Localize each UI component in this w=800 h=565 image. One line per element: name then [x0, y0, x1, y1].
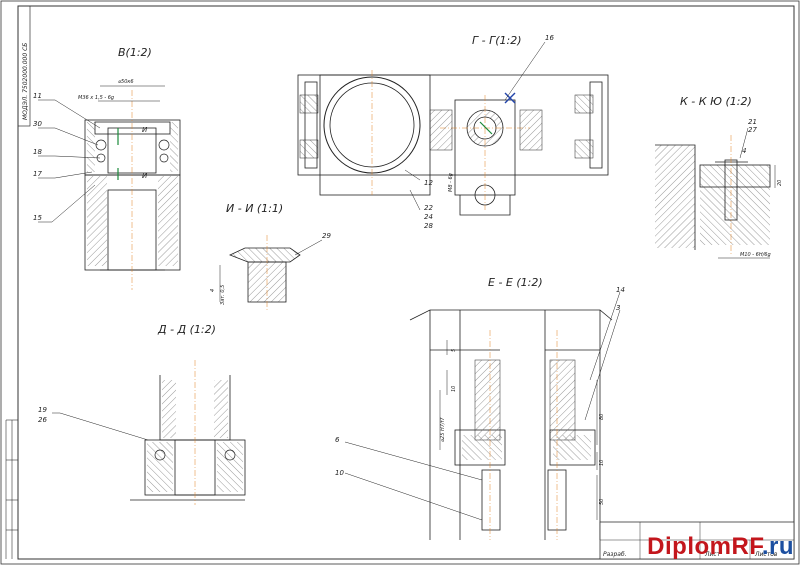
callout-18: 18	[33, 148, 42, 156]
watermark-main: DiplomRF	[647, 533, 762, 560]
callout-21: 21	[748, 118, 757, 126]
stamp-sheets: Листов	[754, 551, 778, 558]
watermark-tld: .ru	[761, 533, 794, 560]
view-k: К - К Ю (1:2) 21 27 4 20 М10 - 6Н/6g	[655, 95, 783, 259]
dim-e-a: 5	[451, 349, 457, 352]
dim-v-thread: М36 х 1,5 - 6g	[78, 95, 114, 101]
dim-k-thread: М10 - 6Н/6g	[740, 252, 771, 258]
callout-10: 10	[335, 469, 344, 477]
callout-16: 16	[545, 34, 554, 42]
callout-11: 11	[33, 92, 42, 100]
callout-15: 15	[33, 214, 42, 222]
callout-24: 24	[424, 213, 433, 221]
callout-4: 4	[742, 147, 746, 155]
section-title-g: Г - Г(1:2)	[472, 34, 522, 47]
dim-v-top: ⌀50к6	[118, 79, 134, 85]
view-e: Е - Е (1:2) 14 3 6 10	[335, 276, 625, 540]
section-title-d: Д - Д (1:2)	[157, 323, 216, 336]
callout-3: 3	[616, 304, 620, 312]
section-title-e: Е - Е (1:2)	[488, 276, 543, 289]
view-d: Д - Д (1:2) 19 26	[38, 323, 246, 505]
marker-i-top: И	[142, 126, 148, 134]
dim-e-d: 80	[599, 414, 605, 420]
dim-e-e: 10	[599, 460, 605, 466]
dim-e-f: 50	[599, 499, 605, 505]
section-title-k: К - К Ю (1:2)	[680, 95, 752, 108]
doc-code-box: МОДЭЛ. 7502000.000 СБ	[17, 5, 31, 127]
section-title-v: В(1:2)	[118, 46, 152, 59]
callout-14: 14	[616, 286, 625, 294]
title-block: Разраб. Лист Листов	[599, 521, 795, 560]
section-title-i: И - И (1:1)	[226, 202, 283, 215]
dim-i-v: 4	[210, 289, 216, 292]
watermark-logo: DiplomRF.ru	[647, 533, 794, 561]
callout-26: 26	[38, 416, 47, 424]
callout-22: 22	[424, 204, 433, 212]
view-g: Г - Г(1:2) 16 12 2	[297, 34, 609, 230]
view-v: В(1:2) И И ⌀50к6 М36 х 1,5 - 6g	[33, 46, 181, 290]
stamp-sheet: Лист	[704, 551, 721, 558]
callout-12: 12	[424, 179, 433, 187]
callout-30: 30	[33, 120, 42, 128]
callout-27: 27	[748, 126, 757, 134]
callout-28: 28	[424, 222, 433, 230]
callout-17: 17	[33, 170, 42, 178]
dim-k-h: 20	[777, 180, 783, 186]
dim-g-side: М8 - 6g	[448, 173, 454, 192]
dim-e-b: 10	[451, 386, 457, 392]
callout-6: 6	[335, 436, 340, 444]
dim-e-c: ⌀25 H7/f7	[440, 417, 446, 442]
callout-19: 19	[38, 406, 47, 414]
callout-29: 29	[322, 232, 331, 240]
stamp-developer: Разраб.	[603, 551, 627, 558]
dim-i-bottom: Зат. 0,5	[220, 285, 226, 305]
marker-i-bottom: И	[142, 172, 148, 180]
view-i: И - И (1:1) 29 4 Зат. 0,5	[210, 202, 331, 310]
doc-code: МОДЭЛ. 7502000.000 СБ	[22, 43, 29, 120]
